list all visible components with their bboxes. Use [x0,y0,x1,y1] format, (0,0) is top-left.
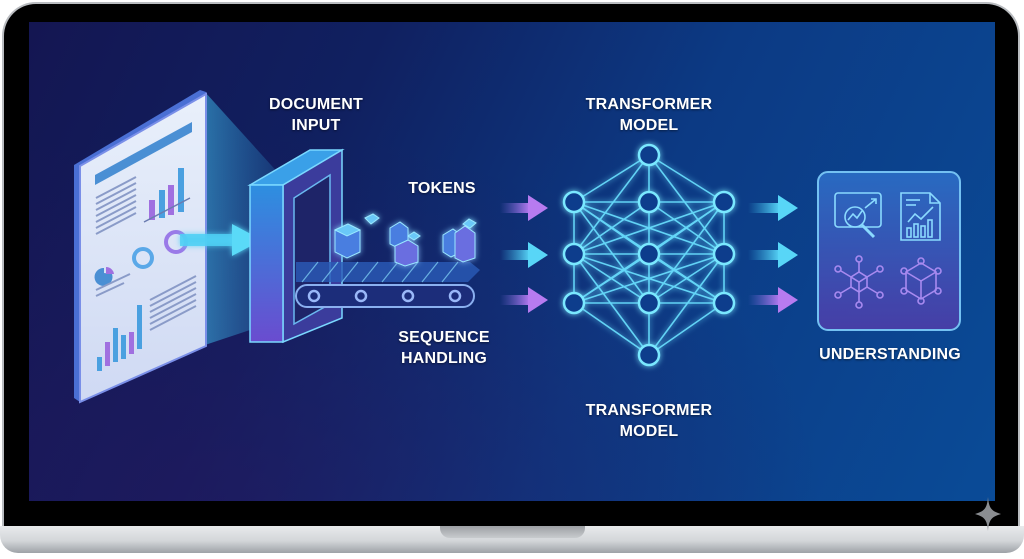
label-sequence-handling: SEQUENCE HANDLING [398,329,490,367]
understanding-panel [817,171,961,331]
report-chart-icon [900,192,941,241]
label-tokens: TOKENS [408,180,476,197]
arrow-cyan-middle-out [748,242,798,268]
arrow-purple-bottom [500,287,548,313]
document-panel [74,90,207,404]
token-cubes [333,213,477,267]
crystal-lattice-icon [900,257,942,305]
analytics-magnifier-icon [834,192,882,239]
arrow-purple-bottom-out [748,287,798,313]
cube-network-icon [834,255,884,309]
label-transformer-model-top: TRANSFORMER MODEL [585,96,713,134]
laptop-notch [440,526,585,538]
light-beam [205,92,290,345]
label-understanding: UNDERSTANDING [819,346,961,363]
tokenizer-gate [247,148,345,344]
arrow-purple-top [500,195,548,221]
output-arrows [748,195,798,313]
arrow-cyan-middle [500,242,548,268]
arrow-to-gate [180,224,262,256]
transformer-network [562,143,736,367]
arrow-cyan-top [748,195,798,221]
conveyor-belt [295,261,480,308]
sparkle-icon [975,497,1001,531]
label-transformer-model-bottom: TRANSFORMER MODEL [585,402,713,440]
label-document-input: DOCUMENT INPUT [268,96,364,134]
input-arrows [500,195,548,313]
